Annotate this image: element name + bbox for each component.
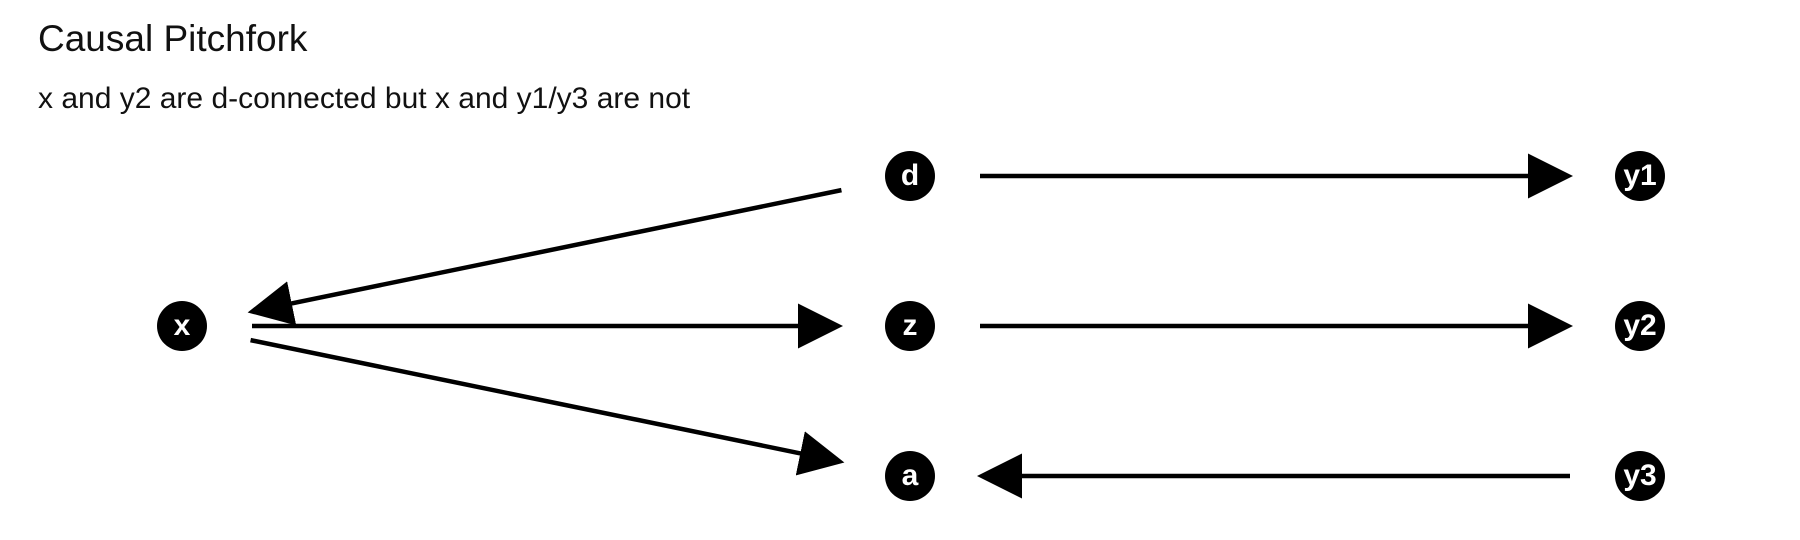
node-label-y2: y2 (1623, 309, 1656, 342)
node-circle-a (885, 451, 935, 501)
node-label-x: x (174, 309, 191, 342)
edges-layer (247, 153, 1573, 499)
node-y1: y1 (1615, 151, 1665, 201)
nodes-layer: x d z a y1 y2 y3 (157, 151, 1665, 501)
node-circle-x (157, 301, 207, 351)
node-circle-z (885, 301, 935, 351)
node-z: z (885, 301, 935, 351)
node-label-y1: y1 (1623, 159, 1656, 192)
node-y3: y3 (1615, 451, 1665, 501)
diagram-subtitle: x and y2 are d-connected but x and y1/y3… (38, 82, 691, 115)
node-circle-y1 (1615, 151, 1665, 201)
node-label-y3: y3 (1623, 459, 1656, 492)
node-label-z: z (903, 309, 918, 342)
node-x: x (157, 301, 207, 351)
node-circle-d (885, 151, 935, 201)
node-label-a: a (902, 459, 919, 492)
node-y2: y2 (1615, 301, 1665, 351)
node-label-d: d (901, 159, 919, 192)
diagram-title: Causal Pitchfork (38, 18, 308, 59)
edge-d-to-x (247, 187, 842, 326)
node-a: a (885, 451, 935, 501)
node-d: d (885, 151, 935, 201)
node-circle-y2 (1615, 301, 1665, 351)
edge-x-to-a (250, 337, 845, 476)
node-circle-y3 (1615, 451, 1665, 501)
